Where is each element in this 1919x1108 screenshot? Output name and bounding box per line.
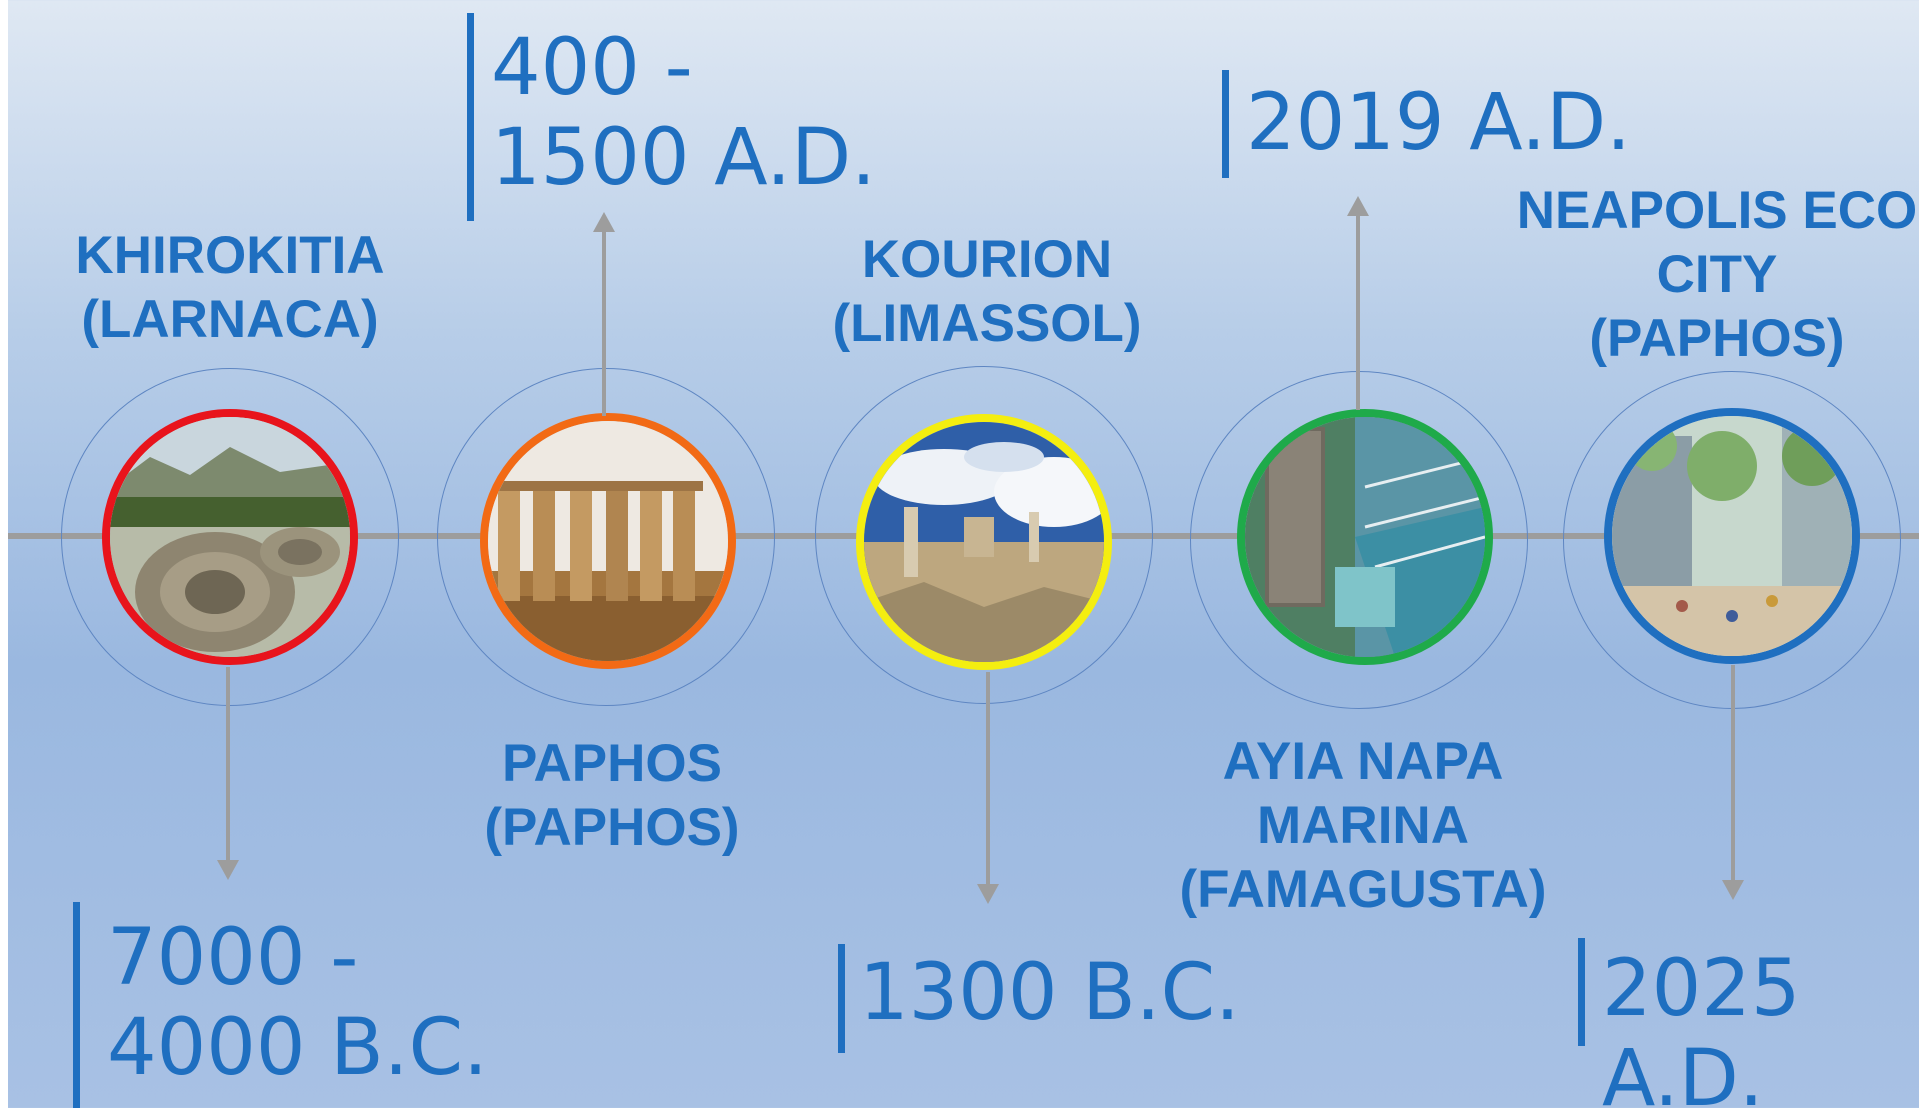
paphos-photo	[480, 413, 736, 669]
date-label-ayia-napa: 2019 A.D.	[1246, 78, 1631, 168]
node-ring-kourion	[815, 366, 1153, 704]
site-name-neapolis: NEAPOLIS ECO CITY (PAPHOS)	[1516, 181, 1918, 368]
date-bar-kourion	[838, 944, 845, 1053]
date-label-kourion: 1300 B.C.	[859, 948, 1240, 1038]
connector-khirokitia	[226, 667, 230, 867]
ayia-napa-photo	[1237, 409, 1493, 665]
arrow-up-icon	[593, 212, 615, 232]
connector-paphos	[602, 220, 606, 416]
date-label-neapolis: 2025 A.D.	[1602, 944, 1801, 1108]
date-label-khirokitia: 7000 - 4000 B.C.	[107, 913, 488, 1093]
node-ring-khirokitia	[61, 368, 399, 706]
site-name-ayia-napa: AYIA NAPA MARINA (FAMAGUSTA)	[1179, 732, 1547, 919]
connector-neapolis	[1731, 665, 1735, 890]
date-bar-paphos	[467, 13, 474, 221]
site-name-khirokitia: KHIROKITIA (LARNACA)	[75, 226, 385, 349]
arrow-up-icon	[1347, 196, 1369, 216]
kourion-photo	[856, 414, 1112, 670]
site-name-kourion: KOURION (LIMASSOL)	[832, 230, 1142, 353]
date-label-paphos: 400 - 1500 A.D.	[491, 23, 876, 203]
node-ring-paphos	[437, 368, 775, 706]
date-bar-ayia-napa	[1222, 70, 1229, 178]
khirokitia-photo	[102, 409, 358, 665]
site-name-paphos: PAPHOS (PAPHOS)	[484, 734, 740, 857]
connector-kourion	[986, 672, 990, 892]
date-bar-khirokitia	[73, 902, 80, 1108]
date-bar-neapolis	[1578, 938, 1585, 1046]
connector-ayia-napa	[1356, 210, 1360, 410]
arrow-down-icon	[1722, 880, 1744, 900]
left-edge-strip	[0, 0, 8, 1108]
arrow-down-icon	[217, 860, 239, 880]
arrow-down-icon	[977, 884, 999, 904]
neapolis-photo	[1604, 408, 1860, 664]
